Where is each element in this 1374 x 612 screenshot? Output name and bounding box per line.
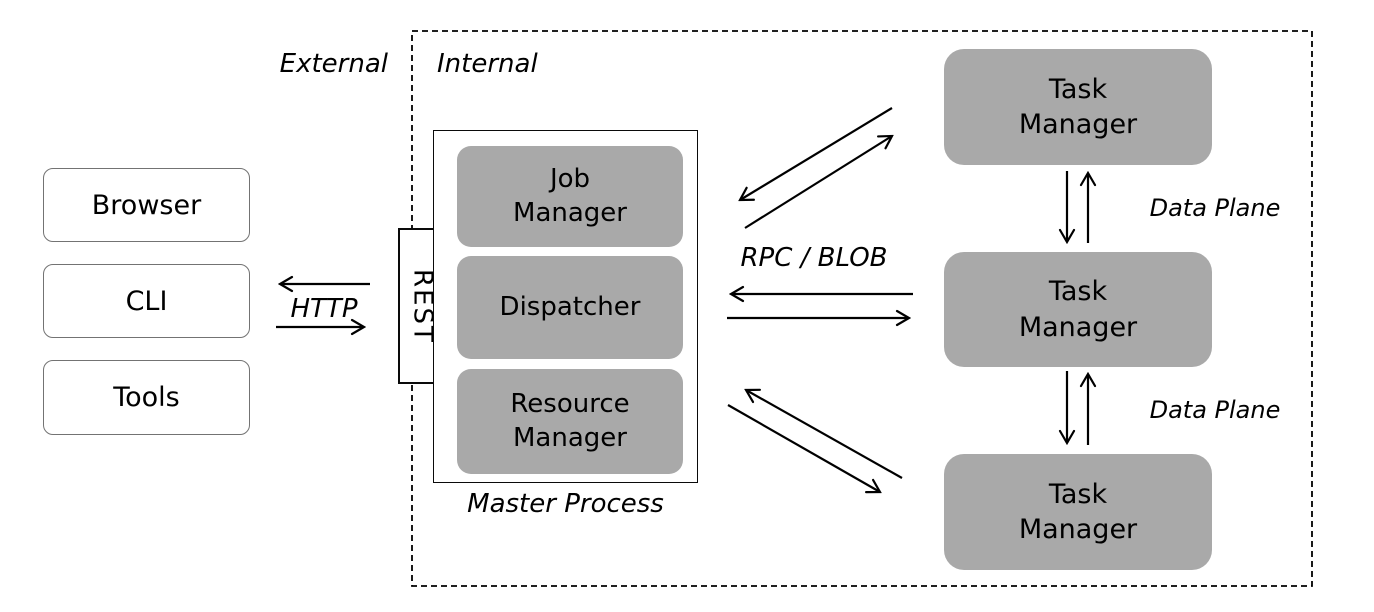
task-manager-box-2: Task Manager: [944, 252, 1212, 367]
client-box-tools: Tools: [43, 360, 250, 435]
task-manager-label-1: Task Manager: [1018, 73, 1138, 140]
rpc-arrow-tm1-to-master: [740, 107, 893, 200]
task-manager-box-3: Task Manager: [944, 454, 1212, 570]
client-label-cli: CLI: [125, 285, 168, 317]
rpc-arrow-master-to-tm3: [727, 404, 880, 492]
rpc-arrow-tm3-to-master: [746, 390, 903, 479]
data-plane-label-1: Data Plane: [1149, 194, 1281, 222]
rpc-arrow-master-to-tm1: [744, 136, 892, 229]
dispatcher-label: Dispatcher: [499, 291, 641, 322]
resource-manager-box: Resource Manager: [457, 369, 683, 474]
client-label-tools: Tools: [113, 382, 180, 413]
data-plane-label-2: Data Plane: [1149, 396, 1281, 424]
task-manager-label-3: Task Manager: [1018, 478, 1138, 545]
rpc-blob-label: RPC / BLOB: [740, 243, 888, 273]
job-manager-label: Job Manager: [513, 164, 627, 228]
client-box-cli: CLI: [43, 264, 250, 338]
dispatcher-box: Dispatcher: [457, 256, 683, 359]
master-process-box: Job Manager Dispatcher Resource Manager: [433, 130, 698, 483]
master-process-caption: Master Process: [467, 489, 664, 519]
external-zone-label: External: [279, 49, 388, 79]
rest-endpoint-label: REST: [407, 268, 438, 344]
task-manager-label-2: Task Manager: [1018, 276, 1138, 343]
resource-manager-label: Resource Manager: [510, 389, 630, 453]
client-label-browser: Browser: [91, 189, 202, 221]
internal-zone-label: Internal: [437, 49, 538, 79]
client-box-browser: Browser: [43, 168, 250, 242]
job-manager-box: Job Manager: [457, 146, 683, 247]
task-manager-box-1: Task Manager: [944, 49, 1212, 165]
http-link-label: HTTP: [290, 294, 358, 324]
